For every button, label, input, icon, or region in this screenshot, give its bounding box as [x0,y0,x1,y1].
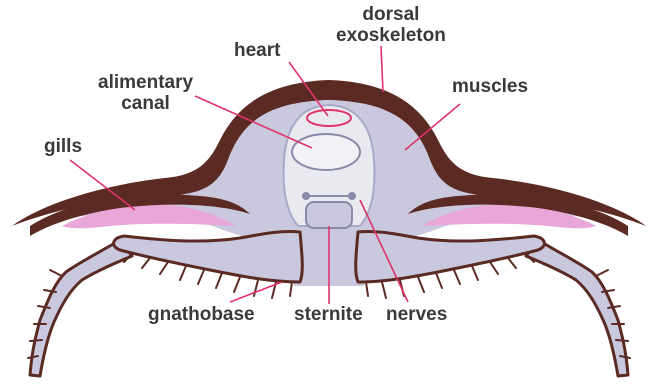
label-alimentary-line1: alimentary [98,72,193,93]
left-limb-base [114,231,303,298]
label-nerves: nerves [386,304,447,325]
label-dorsal-exoskeleton: dorsal exoskeleton [336,4,446,46]
alimentary-canal-shape [292,134,360,170]
label-dorsal-line1: dorsal [336,4,446,25]
label-gnathobase: gnathobase [148,304,255,325]
label-heart: heart [234,40,280,61]
sternite-plate [306,202,352,228]
leader-dorsal-exoskeleton [381,46,383,92]
label-muscles: muscles [452,76,528,97]
label-gills: gills [44,136,82,157]
label-sternite: sternite [294,304,363,325]
right-limb-base [356,231,545,298]
label-dorsal-line2: exoskeleton [336,25,446,46]
label-alimentary-line2: canal [98,93,193,114]
label-alimentary-canal: alimentary canal [98,72,193,114]
left-leg [28,240,132,376]
right-leg [526,240,630,376]
